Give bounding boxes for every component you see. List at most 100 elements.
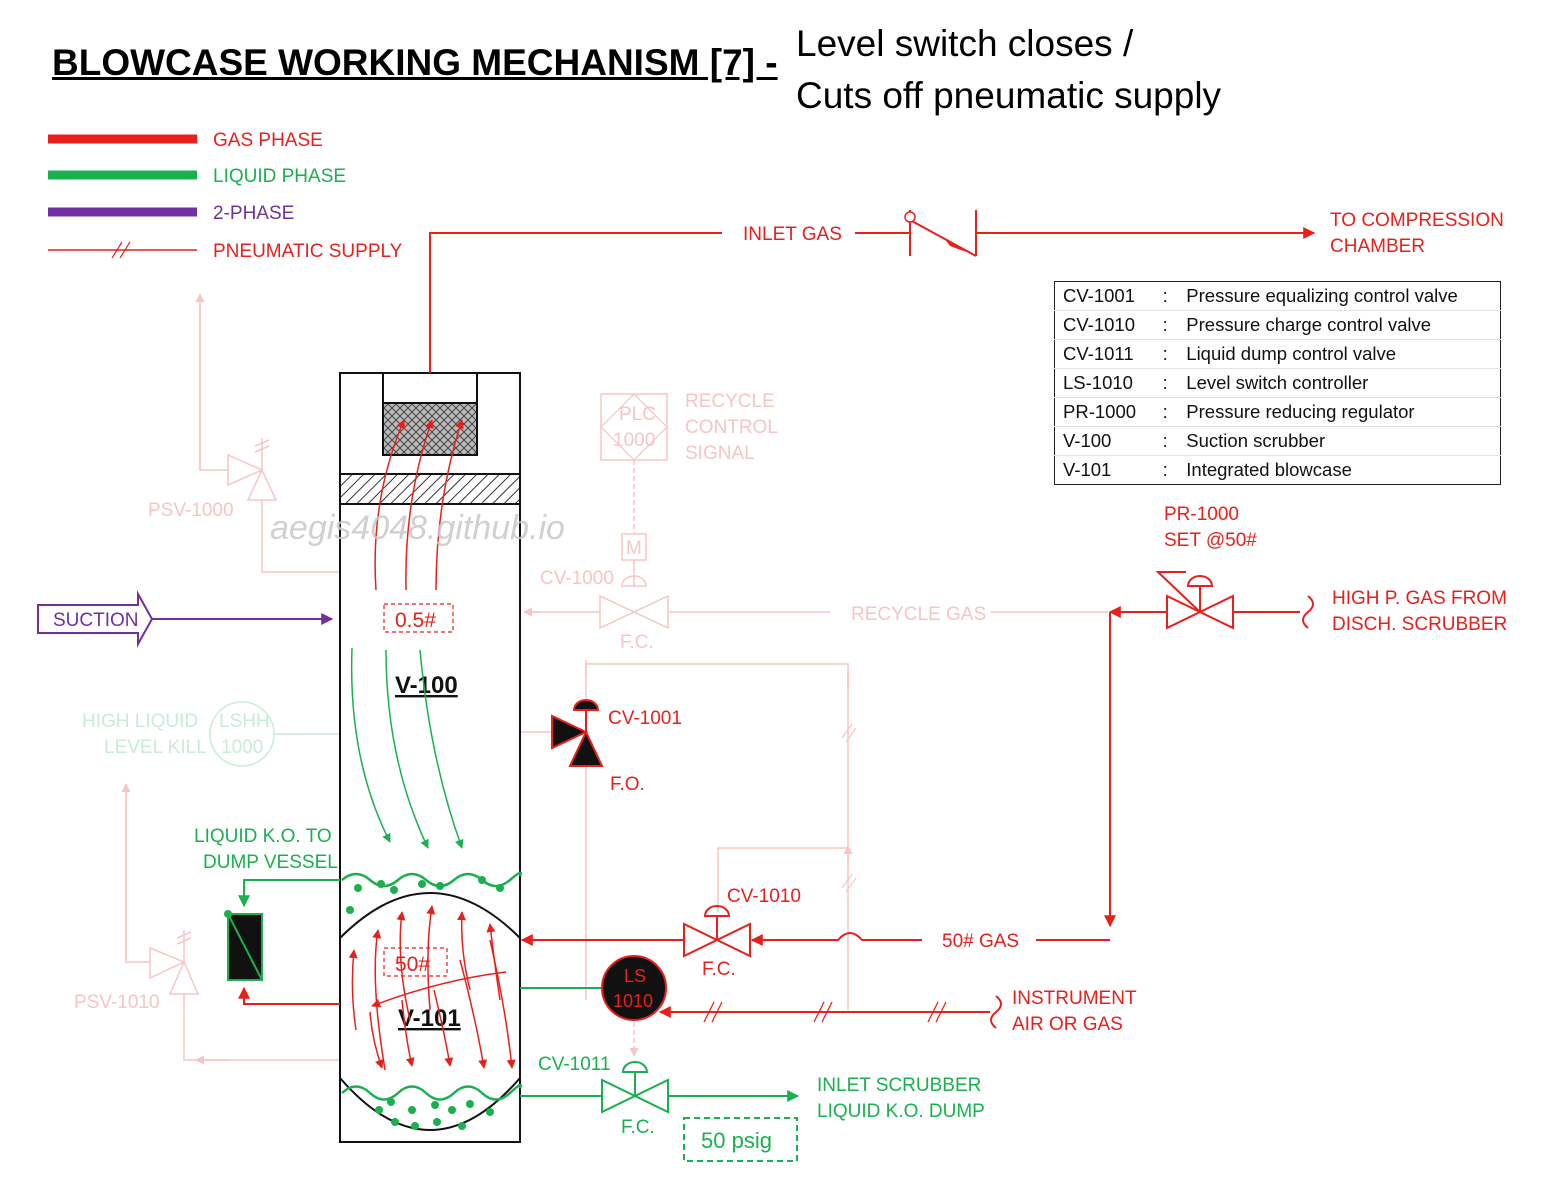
dump-valve-flap bbox=[227, 913, 263, 981]
psv1010-label: PSV-1010 bbox=[74, 992, 160, 1013]
high-liquid-label-1: HIGH LIQUID bbox=[82, 711, 198, 732]
inactive-elements: PSV-1000 PLC 1000 RECYCLE CONTROL SIGNAL… bbox=[74, 293, 1108, 1065]
gas-50-label: 50# GAS bbox=[942, 931, 1019, 952]
abbr-tag: CV-1010 bbox=[1054, 310, 1155, 340]
cv1000-actuator bbox=[621, 560, 647, 587]
pressure-v100-label: 0.5# bbox=[395, 609, 436, 632]
liquid-ko-label-1: LIQUID K.O. TO bbox=[194, 826, 332, 847]
recycle-label-2: CONTROL bbox=[685, 417, 778, 438]
high-p-label-2: DISCH. SCRUBBER bbox=[1332, 614, 1507, 635]
separator-plate bbox=[339, 473, 521, 505]
cv1001-actuator bbox=[572, 699, 600, 732]
recycle-label-1: RECYCLE bbox=[685, 391, 775, 412]
ls1010-label-2: 1010 bbox=[613, 991, 653, 1011]
pneumatic-loop-ticks bbox=[841, 723, 857, 893]
dump-return-pipe bbox=[238, 986, 340, 1005]
abbr-desc: Pressure reducing regulator bbox=[1178, 397, 1501, 427]
cv1011-label: CV-1011 bbox=[538, 1054, 611, 1075]
psv1010-valve bbox=[149, 946, 200, 995]
pressure-v101-box bbox=[383, 947, 448, 977]
psig-50-box bbox=[683, 1117, 798, 1162]
high-liquid-label-2: LEVEL KILL bbox=[104, 737, 207, 758]
table-row: V-100:Suction scrubber bbox=[1054, 426, 1501, 456]
psv1000-label: PSV-1000 bbox=[148, 500, 234, 521]
inlet-scrubber-label-2: LIQUID K.O. DUMP bbox=[817, 1101, 985, 1122]
recycle-label-3: SIGNAL bbox=[685, 443, 755, 464]
abbr-sep: : bbox=[1154, 368, 1179, 398]
ls1010-circle bbox=[601, 955, 667, 1021]
liquid-ko-dump: LIQUID K.O. TO DUMP VESSEL bbox=[194, 826, 340, 1005]
abbr-sep: : bbox=[1154, 281, 1179, 311]
pr1000-valve bbox=[1166, 594, 1234, 630]
high-p-label-1: HIGH P. GAS FROM bbox=[1332, 588, 1507, 609]
legend-pneumatic-label: PNEUMATIC SUPPLY bbox=[213, 241, 403, 262]
v100-label: V-100 bbox=[395, 672, 458, 699]
cv1010-label: CV-1010 bbox=[727, 886, 801, 907]
inlet-gas-label: INLET GAS bbox=[743, 224, 842, 245]
abbr-tag: CV-1001 bbox=[1054, 281, 1155, 311]
suction-inlet: SUCTION bbox=[37, 590, 334, 648]
v101-bottom-liquid-wave bbox=[341, 1083, 523, 1101]
instrument-label-2: AIR OR GAS bbox=[1012, 1014, 1123, 1035]
recycle-gas-label: RECYCLE GAS bbox=[851, 604, 986, 625]
high-p-pipe-break bbox=[1302, 595, 1314, 629]
cv1010-assembly: 50# GAS CV-1010 F.C. bbox=[520, 886, 1110, 980]
outlet-box bbox=[382, 372, 478, 404]
table-row: V-101: Integrated blowcase bbox=[1055, 456, 1501, 485]
inlet-gas-line: INLET GAS TO COMPRESSION CHAMBER bbox=[429, 210, 1504, 373]
cv1011-body bbox=[601, 1078, 669, 1114]
psv1000-valve bbox=[227, 453, 278, 501]
cv1001-fo-label: F.O. bbox=[610, 774, 645, 795]
check-valve-pivot bbox=[904, 211, 916, 223]
cv1010-fc-label: F.C. bbox=[702, 959, 736, 980]
pneumatic-loop-arrows bbox=[585, 660, 848, 862]
psv1010-spring bbox=[176, 930, 192, 962]
abbr-sep: : bbox=[1154, 339, 1179, 369]
cv1011-assembly: CV-1011 F.C. INLET SCRUBBER LIQUID K.O. … bbox=[520, 1054, 985, 1162]
liquid-droplets bbox=[346, 876, 504, 1130]
table-row: PR-1000:Pressure reducing regulator bbox=[1054, 397, 1501, 427]
abbr-tag: LS-1010 bbox=[1054, 368, 1155, 398]
dump-valve-pivot bbox=[224, 910, 232, 918]
cv1010-body bbox=[683, 922, 751, 958]
ls1010-label-1: LS bbox=[624, 966, 646, 986]
to-compression-label-1: TO COMPRESSION bbox=[1330, 210, 1504, 231]
abbr-desc: Level switch controller bbox=[1178, 368, 1501, 398]
v101-lower-head bbox=[339, 1077, 521, 1131]
abbr-tag: V-101 bbox=[1063, 459, 1112, 480]
pr1000-assembly: PR-1000 SET @50# HIGH P. GAS FROM DISCH.… bbox=[1104, 504, 1507, 928]
abbr-sep: : bbox=[1154, 397, 1179, 427]
legend-liquid-label: LIQUID PHASE bbox=[213, 166, 346, 187]
abbr-tag: V-100 bbox=[1054, 426, 1155, 456]
liquid-ko-pipe bbox=[238, 879, 340, 908]
abbr-tag: CV-1011 bbox=[1054, 339, 1155, 369]
inlet-scrubber-label-1: INLET SCRUBBER bbox=[817, 1075, 981, 1096]
legend-pneumatic-ticks bbox=[111, 241, 131, 259]
abbr-desc: Liquid dump control valve bbox=[1178, 339, 1501, 369]
to-compression-label-2: CHAMBER bbox=[1330, 236, 1425, 257]
cv1010-actuator bbox=[703, 905, 731, 940]
plc-label-2: 1000 bbox=[613, 430, 655, 451]
mist-pad bbox=[382, 402, 478, 456]
pr1000-label-1: PR-1000 bbox=[1164, 504, 1239, 525]
page-subtitle: Level switch closes / Cuts off pneumatic… bbox=[796, 18, 1221, 122]
table-row: CV-1010:Pressure charge control valve bbox=[1054, 310, 1501, 340]
cv1001-label: CV-1001 bbox=[608, 708, 682, 729]
vessel: V-100 V-101 0.5# 50# bbox=[339, 372, 521, 1143]
lshh-label-1: LSHH bbox=[219, 711, 270, 732]
legend-gas-label: GAS PHASE bbox=[213, 130, 323, 151]
check-valve-flap bbox=[944, 238, 966, 252]
instrument-air-break bbox=[990, 995, 1002, 1029]
pneumatic-loop-1 bbox=[520, 663, 849, 1010]
abbreviation-table: CV-1001:Pressure equalizing control valv… bbox=[1054, 281, 1501, 485]
abbr-desc: Integrated blowcase bbox=[1186, 459, 1352, 480]
plc-label-1: PLC bbox=[619, 404, 656, 425]
suction-arrow-shape bbox=[37, 590, 154, 648]
instrument-air-ticks bbox=[703, 1001, 947, 1023]
abbr-sep: : bbox=[1162, 459, 1168, 480]
abbr-desc: Pressure charge control valve bbox=[1178, 310, 1501, 340]
cv1001-valve: CV-1001 F.O. bbox=[551, 699, 682, 795]
cv1000-fc-label: F.C. bbox=[620, 632, 654, 653]
legend-2phase-label: 2-PHASE bbox=[213, 203, 294, 224]
